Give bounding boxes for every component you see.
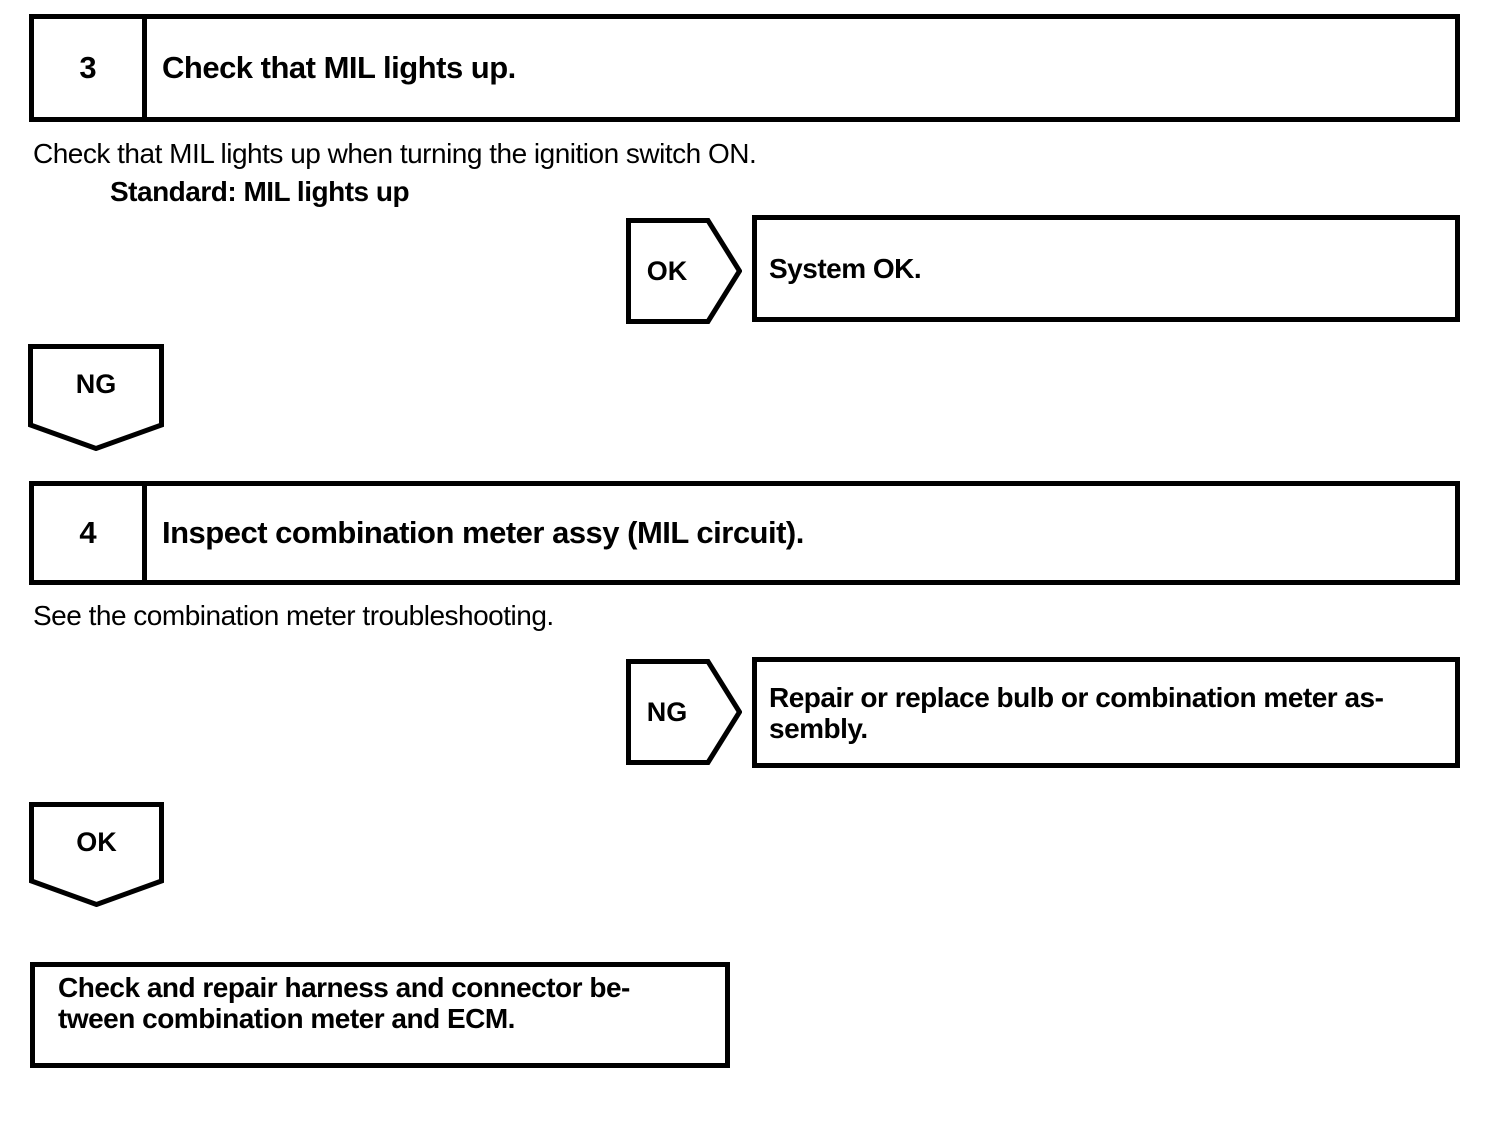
- ng-arrow-right: NG: [626, 659, 742, 765]
- system-ok-text: System OK.: [769, 253, 922, 284]
- step4-instruction-text: See the combination meter troubleshootin…: [33, 600, 554, 631]
- down-pentagon-arrow-icon: [29, 802, 164, 907]
- ok-arrow-right: OK: [626, 218, 742, 324]
- system-ok-box: System OK.: [752, 215, 1460, 322]
- ok-arrow-down-label: OK: [76, 826, 117, 857]
- ng-arrow-right-label: NG: [646, 696, 688, 727]
- ok-arrow-down: OK: [29, 802, 164, 907]
- step3-header-box: 3 Check that MIL lights up.: [29, 14, 1460, 122]
- step4-number: 4: [34, 486, 147, 580]
- right-pentagon-arrow-icon: [626, 659, 742, 765]
- ok-arrow-label: OK: [646, 255, 688, 286]
- final-action-line1: Check and repair harness and connector b…: [58, 972, 630, 1003]
- step3-standard-text: Standard: MIL lights up: [110, 176, 410, 207]
- step4-title: Inspect combination meter assy (MIL circ…: [162, 515, 804, 550]
- repair-result-box: Repair or replace bulb or combination me…: [752, 657, 1460, 768]
- final-action-box: Check and repair harness and connector b…: [30, 962, 730, 1068]
- right-pentagon-arrow-icon: [626, 218, 742, 324]
- final-action-line2: tween combination meter and ECM.: [58, 1003, 515, 1034]
- step3-title: Check that MIL lights up.: [162, 50, 516, 85]
- repair-result-line2: sembly.: [769, 712, 868, 744]
- step3-number: 3: [34, 19, 147, 117]
- ng-arrow-down: NG: [28, 344, 164, 451]
- ng-arrow-down-label: NG: [75, 368, 117, 399]
- step3-instruction-text: Check that MIL lights up when turning th…: [33, 138, 757, 169]
- down-pentagon-arrow-icon: [28, 344, 164, 451]
- repair-result-line1: Repair or replace bulb or combination me…: [769, 681, 1384, 713]
- step4-header-box: 4 Inspect combination meter assy (MIL ci…: [29, 481, 1460, 585]
